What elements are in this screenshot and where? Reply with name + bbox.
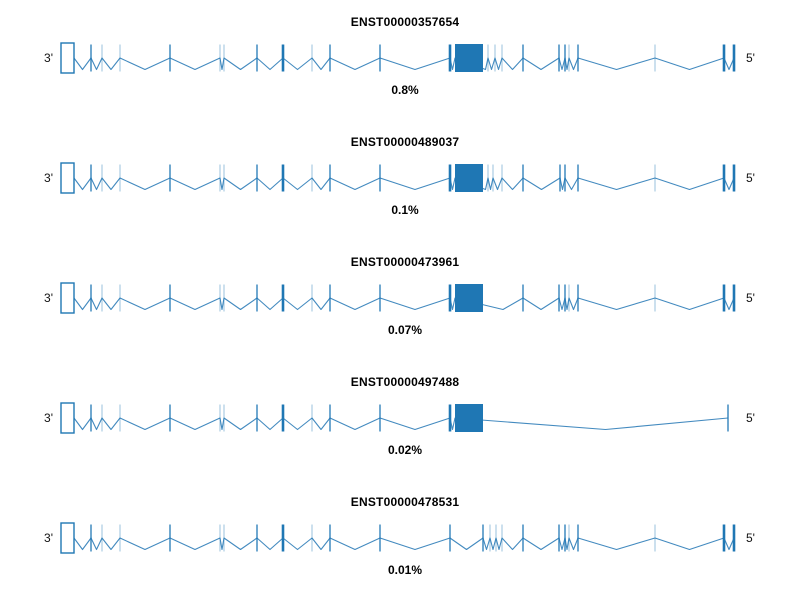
three-prime-label: 3' — [44, 291, 53, 305]
abundance-label: 0.1% — [391, 203, 419, 217]
transcript-row: ENST00000489037 3' 5' 0.1% — [0, 120, 800, 240]
transcript-diagram: 3' 5' — [44, 42, 755, 74]
transcript-diagram: 3' 5' — [44, 402, 755, 434]
three-prime-label: 3' — [44, 51, 53, 65]
large-exon-box — [455, 44, 483, 72]
transcript-title: ENST00000497488 — [350, 375, 460, 389]
large-exon-box — [455, 404, 483, 432]
five-prime-label: 5' — [746, 171, 755, 185]
transcript-row: ENST00000497488 3' 5' 0.02% — [0, 360, 800, 480]
abundance-label: 0.02% — [387, 443, 423, 457]
abundance-label: 0.07% — [387, 323, 423, 337]
three-prime-exon-box — [60, 402, 75, 434]
three-prime-exon-box — [60, 282, 75, 314]
large-exon-box — [455, 164, 483, 192]
five-prime-label: 5' — [746, 531, 755, 545]
transcript-row: ENST00000473961 3' 5' 0.07% — [0, 240, 800, 360]
intron-path — [73, 537, 735, 551]
transcript-diagram: 3' 5' — [44, 282, 755, 314]
abundance-label: 0.8% — [391, 83, 419, 97]
three-prime-label: 3' — [44, 531, 53, 545]
transcript-title: ENST00000473961 — [350, 255, 460, 269]
five-prime-label: 5' — [746, 51, 755, 65]
transcript-diagram: 3' 5' — [44, 162, 755, 194]
five-prime-label: 5' — [746, 291, 755, 305]
abundance-label: 0.01% — [387, 563, 423, 577]
intron-path — [73, 297, 735, 311]
intron-path — [73, 417, 729, 431]
five-prime-label: 5' — [746, 411, 755, 425]
three-prime-exon-box — [60, 522, 75, 554]
transcript-row: ENST00000478531 3' 5' 0.01% — [0, 480, 800, 600]
three-prime-label: 3' — [44, 411, 53, 425]
three-prime-label: 3' — [44, 171, 53, 185]
transcript-title: ENST00000478531 — [350, 495, 460, 509]
large-exon-box — [455, 284, 483, 312]
intron-path — [73, 177, 735, 191]
three-prime-exon-box — [60, 162, 75, 194]
transcript-diagram: 3' 5' — [44, 522, 755, 554]
intron-path — [73, 57, 735, 71]
transcript-title: ENST00000489037 — [350, 135, 460, 149]
transcript-row: ENST00000357654 3' 5' 0.8% — [0, 0, 800, 120]
three-prime-exon-box — [60, 42, 75, 74]
transcript-title: ENST00000357654 — [350, 15, 460, 29]
